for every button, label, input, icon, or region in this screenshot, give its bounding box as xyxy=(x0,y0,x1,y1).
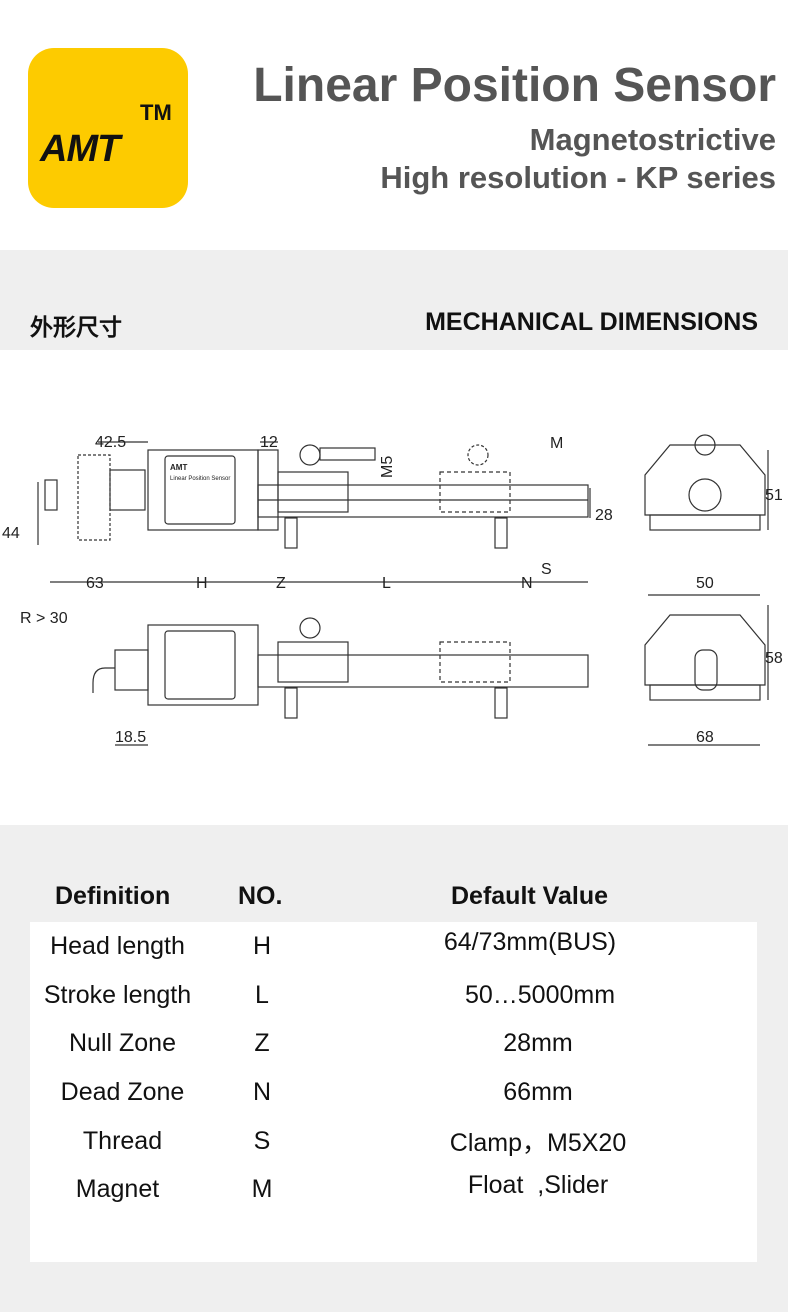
cell-definition: Head length xyxy=(50,932,185,960)
amt-logo: TM AMT xyxy=(28,48,188,208)
dim-58: 58 xyxy=(765,650,783,667)
dim-18-5: 18.5 xyxy=(115,729,146,746)
sensor-top-view xyxy=(37,441,591,583)
header-no: NO. xyxy=(238,882,283,910)
dim-m: M xyxy=(550,435,563,452)
dim-44: 44 xyxy=(2,525,20,542)
cell-value: 28mm xyxy=(503,1029,573,1057)
cell-value: Clamp，M5X20 xyxy=(449,1129,627,1157)
cell-no: M xyxy=(251,1175,273,1203)
logo-text: AMT xyxy=(40,128,120,170)
cell-no: L xyxy=(255,981,269,1009)
header-default-value: Default Value xyxy=(451,882,608,910)
cell-value: 50…5000mm xyxy=(464,981,616,1009)
dim-n: N xyxy=(521,575,533,592)
dim-h: H xyxy=(196,575,208,592)
page-title: Linear Position Sensor xyxy=(253,59,776,112)
dim-l: L xyxy=(382,575,391,592)
section-title-cn: 外形尺寸 xyxy=(30,314,122,340)
cell-no: Z xyxy=(254,1029,270,1057)
dim-68: 68 xyxy=(696,729,714,746)
dimensions-table xyxy=(30,922,757,1262)
subtitle-technology: Magnetostrictive xyxy=(529,122,776,157)
trademark: TM xyxy=(140,100,172,125)
header-definition: Definition xyxy=(55,882,171,910)
cell-no: N xyxy=(252,1078,272,1106)
dim-r30: R > 30 xyxy=(20,610,68,627)
dim-s: S xyxy=(541,561,552,578)
dim-12: 12 xyxy=(260,434,278,451)
cell-no: S xyxy=(253,1127,271,1155)
section-band xyxy=(0,250,788,350)
sensor-side-view xyxy=(644,434,769,596)
label-product: Linear Position Sensor xyxy=(170,476,230,482)
label-brand: AMT xyxy=(170,463,187,472)
mechanical-drawing: 42.5 12 M5 M 28 51 44 S 63 H Z L N 50 R … xyxy=(2,434,783,746)
cell-value: 66mm xyxy=(503,1078,573,1106)
subtitle-series: High resolution - KP series xyxy=(380,160,776,195)
sensor-bottom-view xyxy=(92,605,769,746)
cell-definition: Magnet xyxy=(75,1175,160,1203)
cell-value: 64/73mm(BUS) xyxy=(443,928,617,956)
cell-definition: Null Zone xyxy=(69,1029,176,1057)
dim-28: 28 xyxy=(595,507,613,524)
cell-definition: Stroke length xyxy=(43,981,192,1009)
dim-42-5: 42.5 xyxy=(95,434,126,451)
dim-51: 51 xyxy=(765,487,783,504)
section-title-en: MECHANICAL DIMENSIONS xyxy=(425,308,758,336)
cell-definition: Thread xyxy=(82,1127,163,1155)
cell-no: H xyxy=(252,932,272,960)
dim-m5: M5 xyxy=(379,456,396,478)
dim-z: Z xyxy=(276,575,286,592)
dim-63: 63 xyxy=(86,575,104,592)
cell-definition: Dead Zone xyxy=(60,1078,185,1106)
dim-50: 50 xyxy=(696,575,714,592)
cell-value: Float ,Slider xyxy=(467,1171,609,1199)
